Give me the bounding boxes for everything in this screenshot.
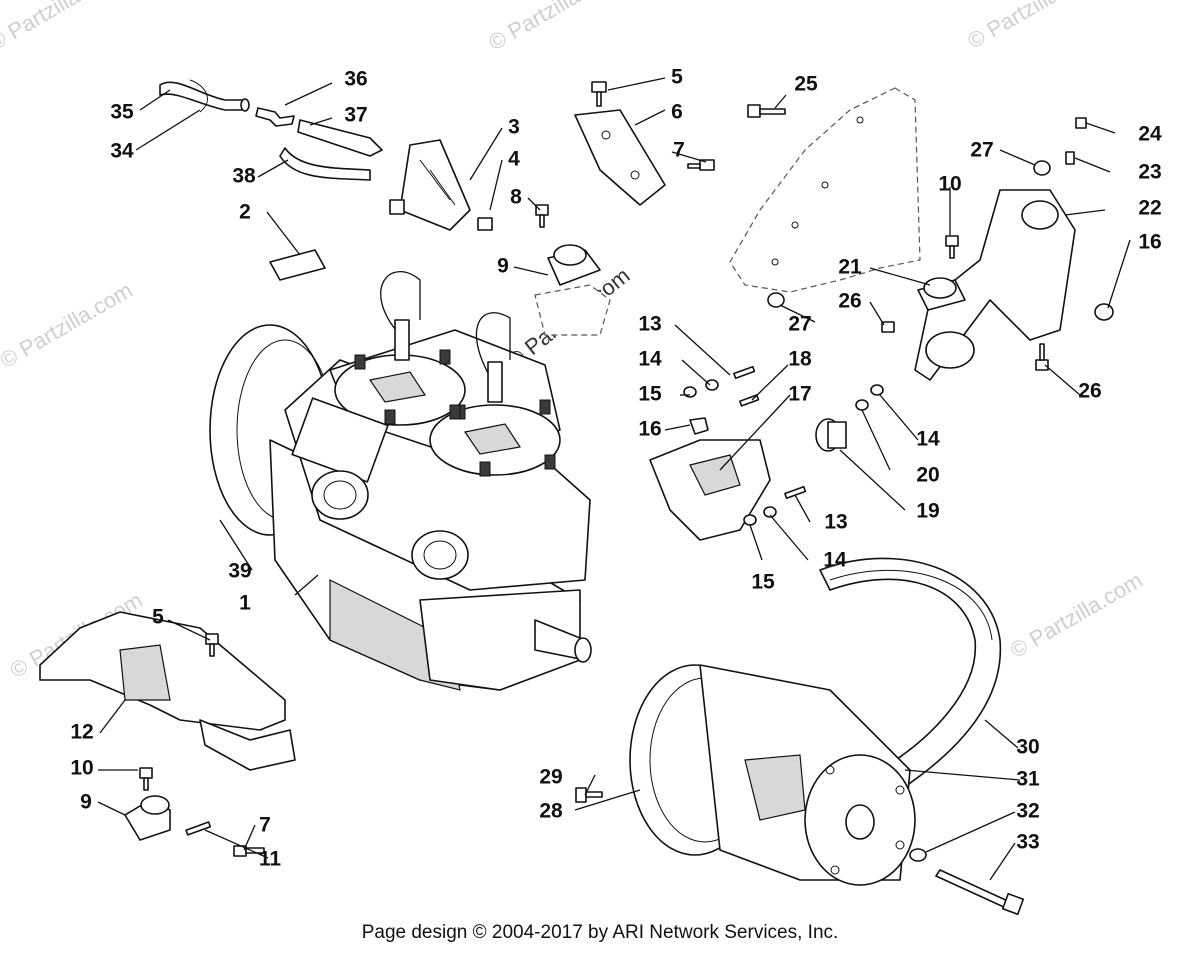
callout-23: 23 (1138, 161, 1161, 184)
callout-11: 11 (259, 848, 282, 871)
rear-engine-mount (649, 439, 771, 541)
callout-10-right: 10 (938, 173, 961, 196)
callout-29: 29 (539, 766, 562, 789)
hardware (139, 81, 1114, 857)
callout-1: 1 (239, 592, 251, 615)
callout-30: 30 (1016, 736, 1039, 759)
callout-16-left: 16 (638, 418, 661, 441)
front-mount-bracket (534, 109, 666, 336)
callout-25: 25 (794, 73, 818, 96)
callout-32: 32 (1016, 800, 1039, 823)
callout-16-right: 16 (1138, 231, 1161, 254)
callout-27-low: 27 (788, 313, 811, 336)
decal (269, 249, 326, 281)
drive-clutch (629, 664, 1025, 916)
callout-10-low: 10 (70, 757, 93, 780)
callout-7-top: 7 (673, 139, 685, 162)
callout-5-low: 5 (152, 606, 164, 629)
watermark-text-6: © Partzilla.com (0, 0, 125, 55)
callout-labels: 1 2 3 4 5 5 6 7 7 8 9 9 10 10 11 12 13 1… (70, 66, 1162, 871)
callout-26-low: 26 (1078, 380, 1101, 403)
callout-7-low: 7 (259, 814, 271, 837)
callout-4: 4 (508, 148, 520, 171)
leader-lines (97, 77, 1131, 881)
callout-2: 2 (239, 201, 251, 224)
callout-22: 22 (1138, 197, 1161, 220)
callout-28: 28 (539, 800, 563, 823)
watermark-text-4: © Partzilla.com (484, 0, 625, 55)
callout-9-low: 9 (80, 791, 92, 814)
watermark-text-1: © Partzilla.com (0, 277, 137, 373)
callout-27-top: 27 (970, 139, 993, 162)
callout-35: 35 (110, 101, 134, 124)
watermark-text-3: © Partzilla.com (1006, 567, 1147, 663)
callout-18: 18 (788, 348, 812, 371)
hose-group (159, 79, 383, 181)
callout-8: 8 (510, 186, 522, 209)
callout-21: 21 (838, 256, 862, 279)
callout-37: 37 (344, 104, 367, 127)
callout-24: 24 (1138, 123, 1162, 146)
callout-20: 20 (916, 464, 939, 487)
callout-12: 12 (70, 721, 93, 744)
callout-14-right: 14 (916, 428, 940, 451)
callout-13-low: 13 (824, 511, 847, 534)
callout-17: 17 (788, 383, 811, 406)
callout-5-top: 5 (671, 66, 683, 89)
watermark-text-5: © Partzilla.com (963, 0, 1104, 54)
frame-plate-ghost (729, 87, 921, 293)
callout-39: 39 (228, 560, 251, 583)
intake-cover (389, 139, 493, 231)
callout-15-low: 15 (751, 571, 775, 594)
callout-14-low: 14 (823, 549, 847, 572)
front-mount-plate (39, 611, 296, 841)
right-mount-plate (914, 189, 1076, 381)
callout-26-top: 26 (838, 290, 861, 313)
engine-assembly (209, 271, 592, 691)
callout-36: 36 (344, 68, 367, 91)
callout-33: 33 (1016, 831, 1039, 854)
callout-31: 31 (1016, 768, 1040, 791)
callout-34: 34 (110, 140, 134, 163)
callout-3: 3 (508, 116, 520, 139)
callout-13-top: 13 (638, 313, 661, 336)
footer-copyright: Page design © 2004-2017 by ARI Network S… (361, 922, 839, 943)
callout-6: 6 (671, 101, 683, 124)
callout-14-top: 14 (638, 348, 662, 371)
callout-38: 38 (232, 165, 256, 188)
callout-15-top: 15 (638, 383, 662, 406)
callout-19: 19 (916, 500, 939, 523)
callout-9-top: 9 (497, 255, 509, 278)
